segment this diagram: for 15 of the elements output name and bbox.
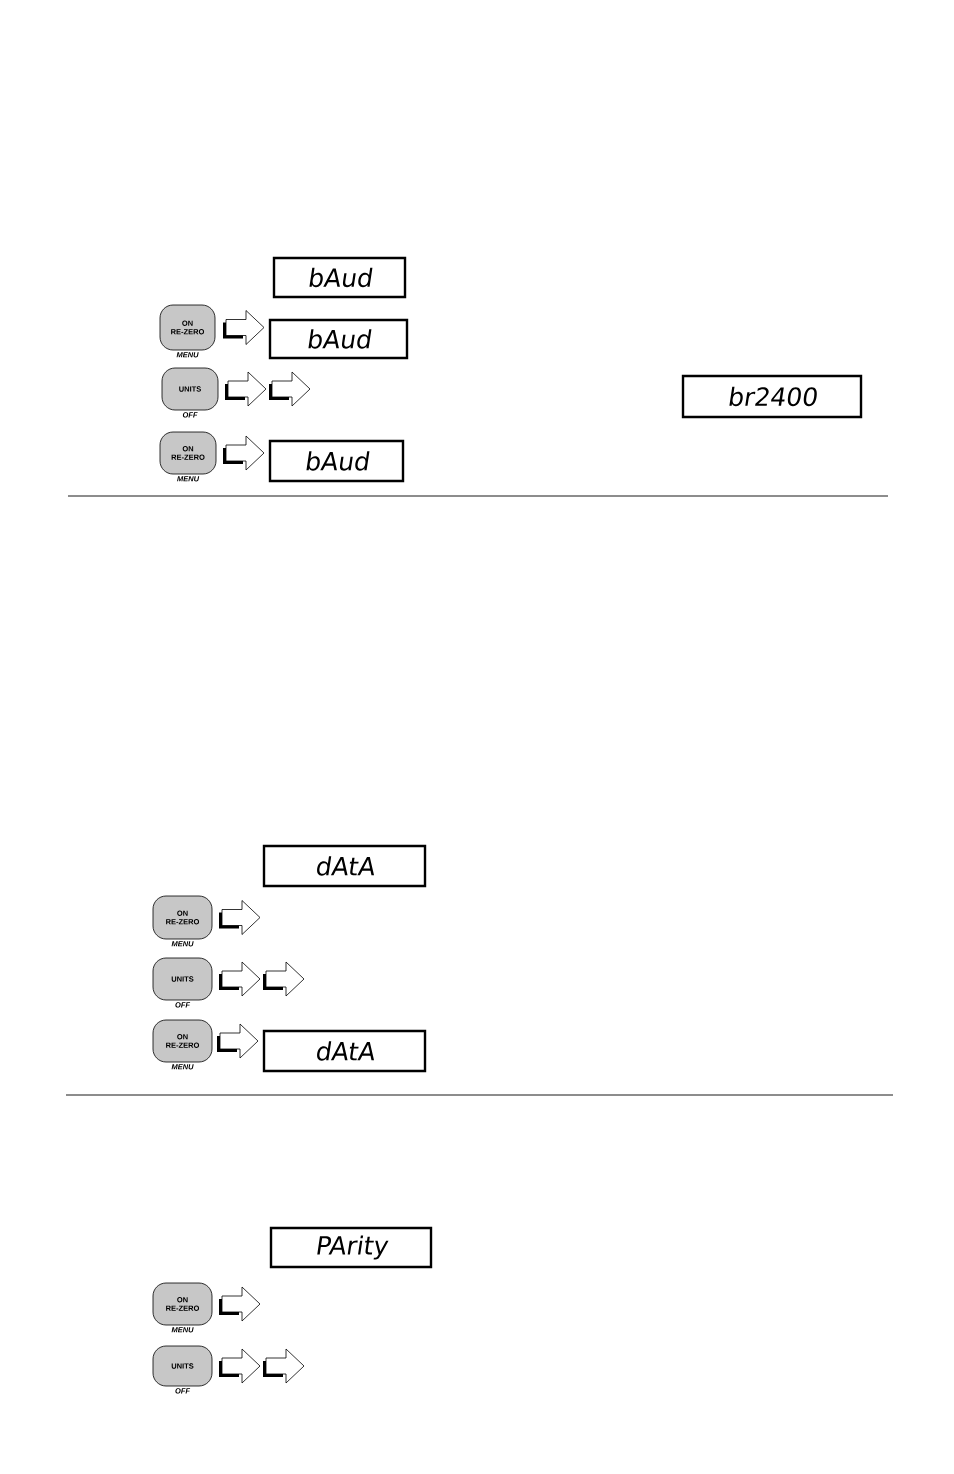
arrow bbox=[219, 900, 261, 935]
arrow bbox=[219, 961, 305, 997]
display-box: bAud bbox=[268, 318, 409, 360]
arrow bbox=[225, 371, 311, 407]
arrow bbox=[223, 310, 265, 345]
display-box: br2400 bbox=[681, 374, 863, 419]
arrow bbox=[223, 435, 265, 471]
arrow bbox=[217, 1023, 259, 1059]
display-box: dAtA bbox=[262, 844, 427, 888]
display-box: bAud bbox=[272, 256, 407, 299]
display-box: PArity bbox=[269, 1226, 433, 1269]
display-box: bAud bbox=[268, 439, 405, 483]
display-box: dAtA bbox=[262, 1029, 427, 1073]
arrow bbox=[219, 1286, 261, 1322]
arrow bbox=[219, 1348, 305, 1384]
